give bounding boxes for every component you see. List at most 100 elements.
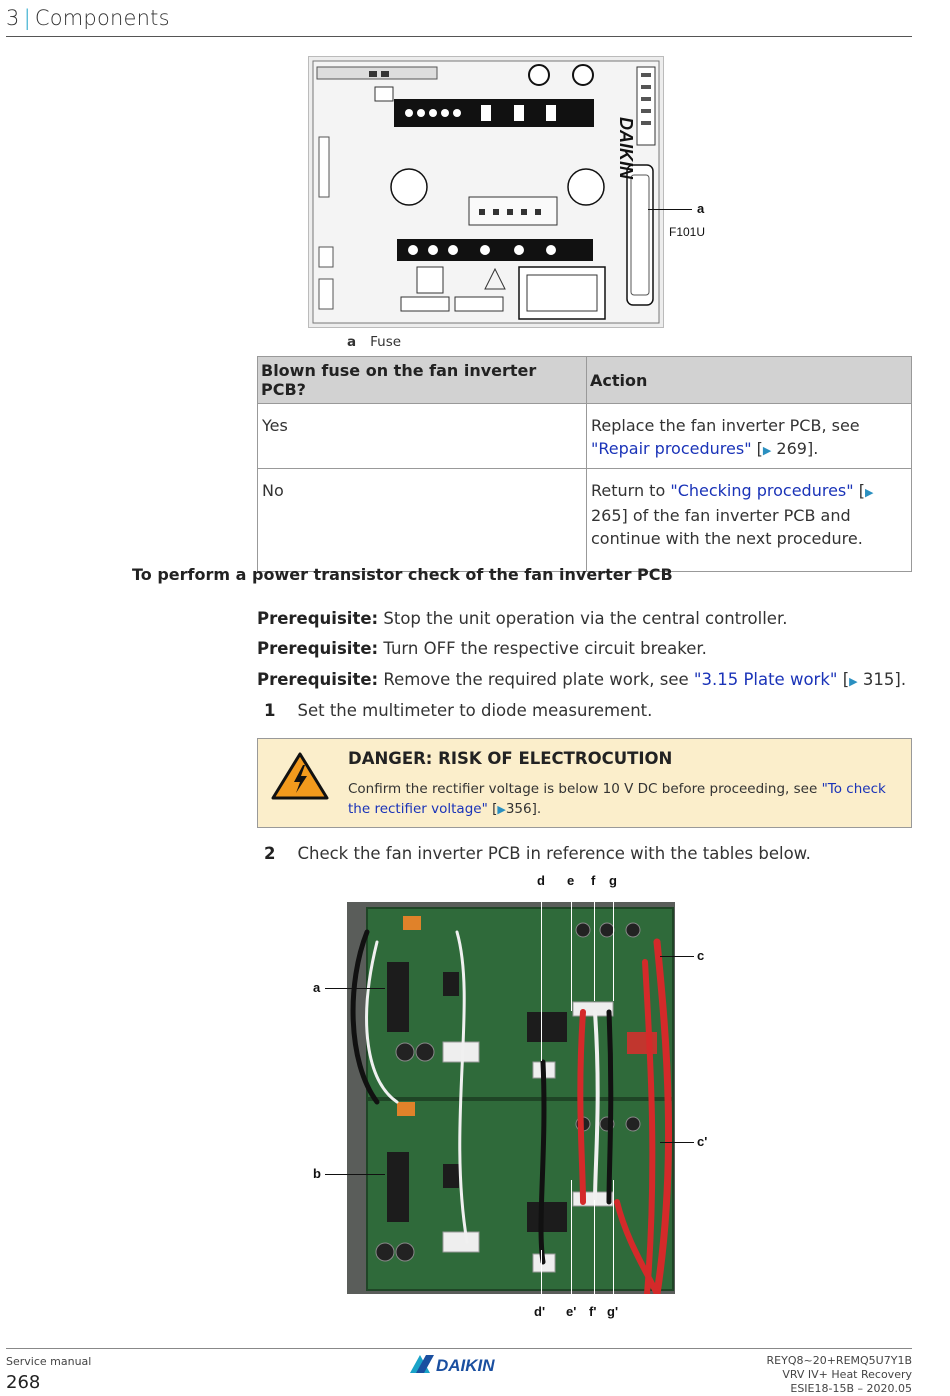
- step-number: 1: [264, 701, 276, 720]
- action-text: Return to: [591, 481, 671, 500]
- daikin-logo-icon: DAIKIN: [410, 1355, 495, 1375]
- footer-series: VRV IV+ Heat Recovery: [782, 1368, 912, 1381]
- callout-f101u: F101U: [669, 225, 706, 239]
- table-header-row: Blown fuse on the fan inverter PCB? Acti…: [257, 356, 912, 404]
- footer-doc-type: Service manual: [6, 1355, 92, 1368]
- callout-e: e: [567, 873, 575, 888]
- prereq-text: Turn OFF the respective circuit breaker.: [378, 639, 707, 658]
- callout-line-b-photo: [325, 1174, 385, 1175]
- prereq-text: Stop the unit operation via the central …: [378, 609, 788, 628]
- figure-legend: a Fuse: [347, 334, 401, 350]
- prerequisite-1: Prerequisite: Stop the unit operation vi…: [257, 609, 787, 628]
- callout-c2-photo: c': [697, 1134, 708, 1149]
- pcb-brand-mark: DAIKIN: [616, 117, 636, 180]
- danger-text: Confirm the rectifier voltage is below 1…: [348, 779, 900, 820]
- prereq-label: Prerequisite:: [257, 639, 379, 658]
- fan-inverter-pcb-image: DAIKIN: [308, 56, 664, 328]
- table-header-question: Blown fuse on the fan inverter PCB?: [257, 356, 587, 404]
- footer-page-number: 268: [6, 1372, 41, 1393]
- chapter-title: Components: [34, 6, 170, 30]
- prereq-label: Prerequisite:: [257, 609, 379, 628]
- callout-e2: e': [566, 1304, 577, 1319]
- action-text: of the fan inverter PCB and continue wit…: [591, 506, 863, 548]
- electrocution-warning-icon: [271, 752, 329, 800]
- callout-line-d: [541, 891, 542, 1061]
- chapter-number: 3: [6, 6, 20, 30]
- callout-d: d: [537, 873, 545, 888]
- bracket: [: [751, 439, 763, 458]
- section-heading: To perform a power transistor check of t…: [132, 565, 673, 584]
- legend-text: Fuse: [370, 334, 402, 350]
- page-ref: 269: [771, 439, 807, 458]
- footer-divider: [6, 1348, 912, 1349]
- page-ref-arrow-icon: ▶: [864, 486, 874, 499]
- callout-line-f: [594, 891, 595, 1001]
- callout-f2: f': [589, 1304, 597, 1319]
- callout-line-d2: [541, 1250, 542, 1300]
- step-number: 2: [264, 844, 276, 863]
- page-ref: 315].: [857, 670, 907, 689]
- callout-b-photo: b: [313, 1166, 321, 1181]
- callout-line-e2: [571, 1180, 572, 1300]
- callout-line-f2: [594, 1200, 595, 1300]
- footer-doc-info: REYQ8~20+REMQ5U7Y1B VRV IV+ Heat Recover…: [767, 1354, 912, 1396]
- bracket: ].: [806, 439, 819, 458]
- prereq-label: Prerequisite:: [257, 670, 379, 689]
- table-row: Yes Replace the fan inverter PCB, see "R…: [257, 403, 912, 469]
- step-text: Check the fan inverter PCB in reference …: [297, 844, 811, 863]
- pcb-drawing: DAIKIN: [309, 57, 663, 327]
- footer-brand: DAIKIN: [436, 1356, 495, 1375]
- callout-a: a: [697, 201, 705, 216]
- repair-procedures-link[interactable]: "Repair procedures": [591, 439, 752, 458]
- table-cell-action: Return to "Checking procedures" [▶ 265] …: [586, 468, 912, 572]
- callout-f: f: [591, 873, 596, 888]
- step-2: 2 Check the fan inverter PCB in reference…: [264, 844, 811, 863]
- plate-work-link[interactable]: "3.15 Plate work": [693, 670, 838, 689]
- table-row: No Return to "Checking procedures" [▶ 26…: [257, 468, 912, 572]
- table-header-action: Action: [586, 356, 912, 404]
- page-ref: 356].: [505, 801, 542, 817]
- fuse-check-table: Blown fuse on the fan inverter PCB? Acti…: [257, 356, 912, 572]
- callout-line-c2-photo: [660, 1142, 694, 1143]
- callout-line-e: [571, 891, 572, 1011]
- daikin-logo: DAIKIN: [408, 1353, 512, 1379]
- table-cell-action: Replace the fan inverter PCB, see "Repai…: [586, 403, 912, 469]
- action-text: Replace the fan inverter PCB, see: [591, 416, 860, 435]
- callout-d2: d': [534, 1304, 546, 1319]
- danger-body: Confirm the rectifier voltage is below 1…: [348, 781, 822, 797]
- checking-procedures-link[interactable]: "Checking procedures": [670, 481, 854, 500]
- page-ref-arrow-icon: ▶: [497, 803, 506, 816]
- table-cell-answer: No: [257, 468, 587, 572]
- bracket: [: [853, 481, 865, 500]
- prereq-text: Remove the required plate work, see: [378, 670, 694, 689]
- header-separator: |: [23, 6, 31, 30]
- callout-line-c-photo: [660, 956, 694, 957]
- bracket: [: [837, 670, 850, 689]
- callout-c-photo: c: [697, 948, 705, 963]
- bracket: [: [487, 801, 498, 817]
- footer-doc-id: ESIE18-15B – 2020.05: [790, 1382, 912, 1395]
- danger-title: DANGER: RISK OF ELECTROCUTION: [348, 749, 673, 768]
- page-ref-arrow-icon: ▶: [849, 675, 858, 688]
- header-divider: [6, 36, 912, 37]
- danger-box: DANGER: RISK OF ELECTROCUTION Confirm th…: [257, 738, 912, 828]
- fan-inverter-pcb-photo: [347, 902, 675, 1294]
- footer-model: REYQ8~20+REMQ5U7Y1B: [766, 1354, 912, 1367]
- callout-line-g2: [613, 1180, 614, 1300]
- table-cell-answer: Yes: [257, 403, 587, 469]
- callout-line-a: [648, 209, 692, 210]
- callout-line-a-photo: [325, 988, 385, 989]
- page-ref: 265: [591, 506, 622, 525]
- step-text: Set the multimeter to diode measurement.: [297, 701, 653, 720]
- rectifier-voltage-link[interactable]: "To check the rectifier voltage": [348, 781, 886, 817]
- page-ref-arrow-icon: ▶: [762, 444, 772, 457]
- legend-key: a: [347, 334, 357, 350]
- page-header: 3|Components: [6, 6, 170, 30]
- callout-line-g: [613, 891, 614, 1001]
- prerequisite-2: Prerequisite: Turn OFF the respective ci…: [257, 639, 707, 658]
- prerequisite-3: Prerequisite: Remove the required plate …: [257, 670, 906, 689]
- step-1: 1 Set the multimeter to diode measurement…: [264, 701, 652, 720]
- callout-g2: g': [607, 1304, 619, 1319]
- callout-a-photo: a: [313, 980, 321, 995]
- bracket: ]: [621, 506, 628, 525]
